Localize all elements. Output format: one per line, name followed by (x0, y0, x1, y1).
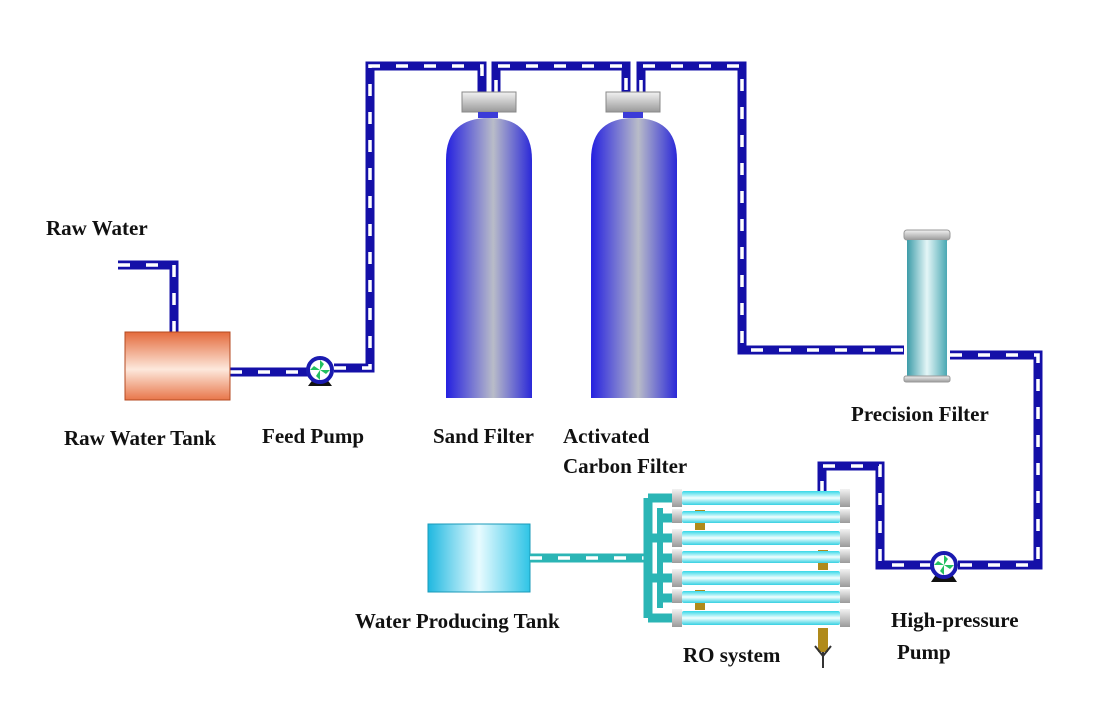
ro-membrane-array (672, 489, 850, 668)
carbon-filter-vessel (591, 91, 677, 398)
product-pipe-network (530, 493, 672, 623)
sand-filter-vessel (446, 91, 532, 398)
precision-filter-label: Precision Filter (851, 402, 989, 426)
high-pressure-pump-label-line2: Pump (897, 640, 951, 664)
high-pressure-pump-label-line1: High-pressure (891, 608, 1019, 632)
high-pressure-pump-icon (930, 551, 958, 582)
carbon-filter-label-line1: Activated (563, 424, 650, 448)
ro-system-label: RO system (683, 643, 781, 667)
feed-pump-label: Feed Pump (262, 424, 365, 448)
precision-filter-vessel (903, 229, 951, 383)
raw-water-tank-label: Raw Water Tank (64, 426, 217, 450)
raw-water-tank (124, 331, 231, 401)
water-producing-tank (427, 523, 531, 593)
water-producing-tank-label: Water Producing Tank (355, 609, 560, 633)
sand-filter-label: Sand Filter (433, 424, 534, 448)
carbon-filter-label-line2: Carbon Filter (563, 454, 688, 478)
raw-water-label: Raw Water (46, 216, 148, 240)
feed-pump-icon (306, 356, 334, 386)
pipe-network (118, 61, 1043, 570)
